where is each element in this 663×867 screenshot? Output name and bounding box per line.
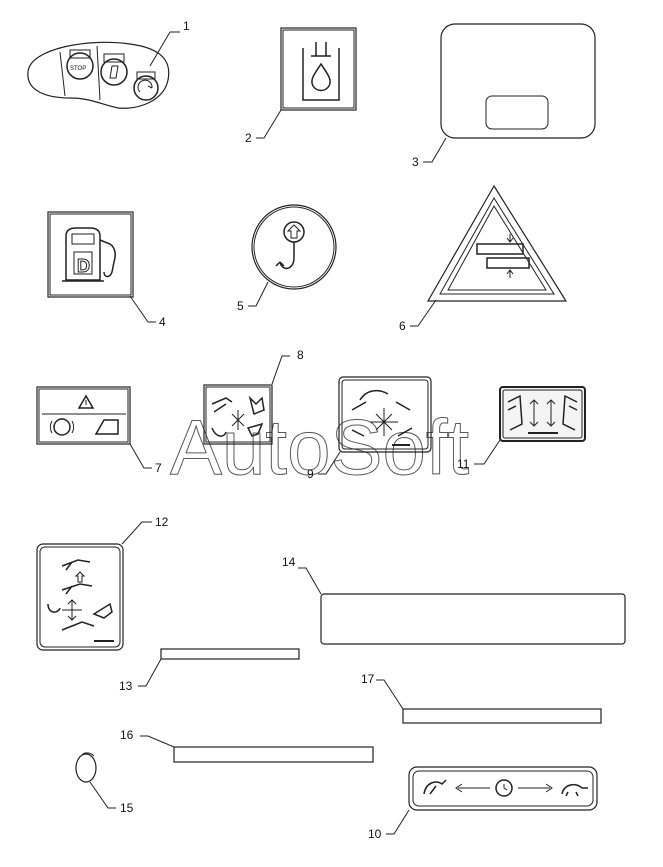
callout-6: 6 xyxy=(399,319,406,333)
stop-button-icon xyxy=(66,52,94,80)
crush-block-upper-icon xyxy=(476,243,524,255)
decal-4-diesel-fuel: D xyxy=(47,211,134,298)
brake-icon xyxy=(53,418,71,436)
callout-12: 12 xyxy=(155,515,169,529)
callout-10: 10 xyxy=(368,827,382,841)
decal-9-control-pattern xyxy=(338,376,432,453)
callout-7: 7 xyxy=(155,461,162,475)
lever-icon xyxy=(94,419,119,435)
callout-13: 13 xyxy=(119,679,133,693)
callout-3: 3 xyxy=(412,155,419,169)
arc-arrow-icon xyxy=(359,389,389,401)
callout-numbers: 1 2 3 4 5 6 7 8 9 10 11 12 13 14 15 16 1… xyxy=(119,19,470,841)
bucket-icon xyxy=(248,395,265,416)
decal-2-oil-level xyxy=(280,27,357,111)
callout-8: 8 xyxy=(297,348,304,362)
curl-in-icon xyxy=(47,603,61,613)
up-arrow-icon xyxy=(286,224,302,239)
rabbit-fast-icon xyxy=(423,779,447,795)
decal-14-blank-panel xyxy=(320,593,626,645)
dump-icon xyxy=(92,602,113,619)
arrow-left-icon xyxy=(455,783,490,793)
decal-16-strip xyxy=(173,746,374,763)
fuel-pump-icon xyxy=(65,227,101,281)
oil-button-icon xyxy=(100,58,128,86)
callout-17: 17 xyxy=(361,672,375,686)
decal-8-control-pattern xyxy=(203,384,273,445)
stop-label: STOP xyxy=(70,66,86,72)
callout-4: 4 xyxy=(159,315,166,329)
callout-11: 11 xyxy=(457,457,470,471)
decal-3-blank-label xyxy=(440,23,596,139)
hook-icon xyxy=(279,242,295,270)
decal-5-lifting-point xyxy=(251,204,337,290)
fuel-letter: D xyxy=(77,256,90,276)
watermark-text: AutoSoft xyxy=(170,403,470,491)
decal-17-strip xyxy=(402,708,602,724)
callout-5: 5 xyxy=(237,299,244,313)
rotate-button-icon xyxy=(133,75,159,101)
decal-6-crush-hazard-warning xyxy=(426,184,568,302)
decal-7-brake-warning xyxy=(36,386,131,445)
tilt-right-icon xyxy=(562,394,578,431)
oil-drop-icon xyxy=(311,62,331,92)
callout-9: 9 xyxy=(307,467,314,481)
decal-1-control-buttons: STOP xyxy=(27,41,170,109)
decal-13-strip xyxy=(160,648,300,660)
callout-1: 1 xyxy=(183,19,190,33)
decal-15-cap xyxy=(75,752,97,783)
arrow-right-icon xyxy=(518,783,553,793)
callout-14: 14 xyxy=(282,555,296,569)
leader-lines xyxy=(89,31,501,835)
callout-16: 16 xyxy=(120,728,134,742)
throttle-icon xyxy=(495,779,513,797)
callout-15: 15 xyxy=(120,801,134,815)
callout-2: 2 xyxy=(245,131,252,145)
decal-12-control-pattern xyxy=(36,543,124,651)
boom-raise-icon xyxy=(61,559,91,571)
warning-triangle-icon xyxy=(77,394,95,409)
decal-10-speed-control xyxy=(408,766,598,811)
turtle-slow-icon xyxy=(561,783,588,797)
curl-icon xyxy=(211,427,227,437)
boom-icon xyxy=(211,397,233,413)
decal-11-tilt-control xyxy=(499,386,586,442)
tilt-left-icon xyxy=(507,394,523,431)
